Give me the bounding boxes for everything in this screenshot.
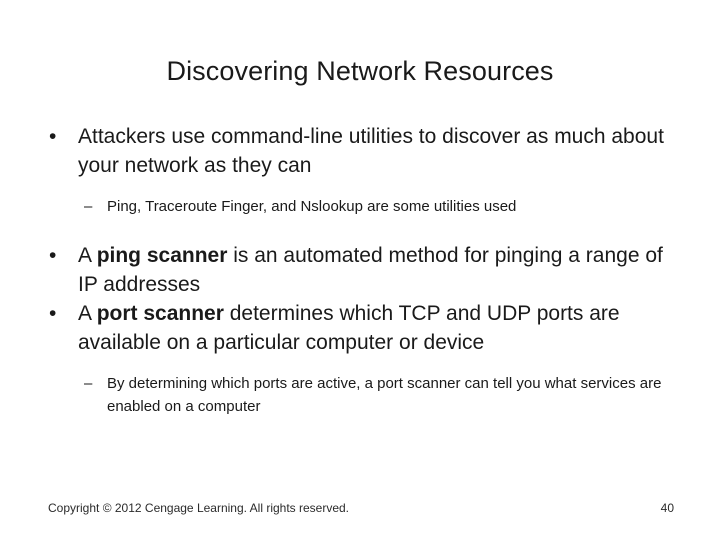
dash-marker-icon: – [84, 198, 93, 215]
bullet-term-ping-scanner: ping scanner [96, 244, 228, 267]
bullet-text-tail: determines which TCP and UDP ports are a… [78, 302, 620, 354]
page-title: Discovering Network Resources [166, 56, 554, 86]
bullet-text-lead: A [78, 302, 97, 325]
slide-footer: Copyright © 2012 Cengage Learning. All r… [48, 500, 674, 518]
bullet-item-ping-scanner: • A ping scanner is an automated method … [40, 241, 680, 299]
dash-marker-icon: – [84, 375, 93, 392]
slide-body: • Attackers use command-line utilities t… [40, 122, 680, 418]
page-number: 40 [660, 501, 674, 515]
sub-bullet-item-active-ports: – By determining which ports are active,… [40, 372, 680, 418]
bullet-item-port-scanner: • A port scanner determines which TCP an… [40, 299, 680, 357]
spacer [40, 180, 680, 195]
sub-bullet-item-utilities: – Ping, Traceroute Finger, and Nslookup … [40, 195, 680, 218]
bullet-text-tail: is an automated method for pinging a ran… [78, 244, 663, 296]
bullet-marker-icon: • [49, 302, 57, 325]
spacer [40, 218, 680, 241]
sub-bullet-text: By determining which ports are active, a… [107, 375, 662, 415]
spacer [40, 357, 680, 372]
bullet-term-port-scanner: port scanner [96, 302, 224, 325]
bullet-text: Attackers use command-line utilities to … [78, 125, 664, 177]
copyright-text: Copyright © 2012 Cengage Learning. All r… [48, 501, 350, 515]
bullet-text-lead: A [78, 244, 97, 267]
bullet-marker-icon: • [49, 125, 57, 148]
bullet-marker-icon: • [49, 244, 57, 267]
sub-bullet-text: Ping, Traceroute Finger, and Nslookup ar… [107, 198, 517, 215]
bullet-item-attackers: • Attackers use command-line utilities t… [40, 122, 680, 180]
